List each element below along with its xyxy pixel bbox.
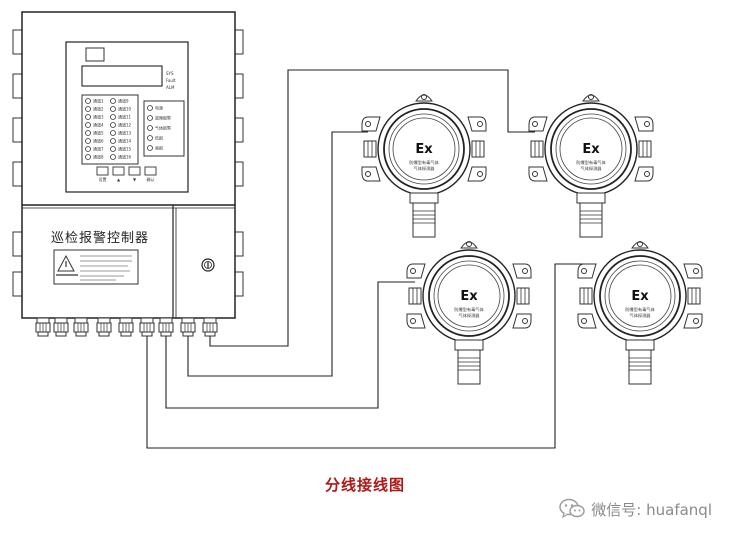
channel-led: [85, 114, 91, 120]
channel-label: 通道8: [93, 154, 104, 160]
ex-mark: Ex: [631, 289, 649, 304]
panel-key[interactable]: [144, 166, 157, 176]
status-label: 高报: [155, 145, 163, 151]
detector-label: 防爆型有毒气体: [454, 306, 484, 313]
panel-keypad: 设置 ▲ ▼ 确认: [96, 166, 157, 182]
channel-led: [85, 98, 91, 104]
detector-label: 气体探测器: [414, 165, 436, 172]
wechat-icon: [559, 498, 585, 519]
indicator-sys: SYS: [166, 71, 174, 76]
panel-key-label: 设置: [99, 176, 107, 182]
channel-label: 通道2: [93, 106, 104, 112]
channel-led: [85, 122, 91, 128]
detector-label: 防爆型有毒气体: [576, 159, 606, 166]
status-led: [147, 105, 153, 111]
cable-gland-7: [158, 317, 174, 337]
wire-to-detector-4: [146, 263, 590, 449]
ex-mark: Ex: [460, 289, 478, 304]
status-label: 气体报警: [155, 125, 171, 131]
wire-to-detector-1: [209, 69, 535, 347]
channel-label: 通道14: [118, 138, 132, 144]
channel-led: [85, 154, 91, 160]
indicator-fault: Fault: [166, 78, 176, 83]
cable-gland-5: [118, 317, 134, 337]
channel-label: 通道11: [118, 114, 132, 120]
cable-gland-3: [73, 317, 89, 337]
channel-label: 通道5: [93, 130, 104, 136]
gas-detector-1: Ex 防爆型有毒气体 气体探测器: [361, 93, 487, 238]
panel-key-label: ▲: [117, 177, 121, 182]
detector-label: 防爆型有毒气体: [625, 306, 655, 313]
lcd-display: [81, 65, 163, 87]
channel-led: [110, 98, 116, 104]
channel-label: 通道13: [118, 130, 132, 136]
channel-label: 通道6: [93, 138, 104, 144]
gas-detector-4: Ex 防爆型有毒气体 气体探测器: [577, 240, 703, 385]
status-led: [147, 115, 153, 121]
channel-led: [110, 114, 116, 120]
diagram-caption: 分线接线图: [324, 476, 405, 494]
channel-label: 通道4: [93, 122, 104, 128]
watermark: 微信号: huafanql: [559, 497, 712, 521]
detector-label: 气体探测器: [459, 312, 481, 319]
status-label: 故障报警: [155, 115, 171, 121]
controller-title: 巡检报警控制器: [51, 230, 149, 246]
channel-label: 通道15: [118, 146, 132, 152]
channel-led: [85, 106, 91, 112]
status-label: 低报: [155, 135, 163, 141]
channel-label: 通道1: [93, 98, 104, 104]
detector-label: 气体探测器: [630, 312, 652, 319]
status-label: 电源: [155, 105, 163, 111]
ex-mark: Ex: [582, 142, 600, 157]
channel-label: 通道3: [93, 114, 104, 120]
channel-led: [110, 106, 116, 112]
channel-label: 通道10: [118, 106, 132, 112]
channel-led: [110, 130, 116, 136]
cable-gland-2: [53, 317, 69, 337]
channel-led: [110, 122, 116, 128]
channel-label: 通道12: [118, 122, 132, 128]
cable-gland-6: [139, 317, 155, 337]
indicator-alm: ALM: [166, 85, 175, 90]
channel-led-group: 通道1 通道9 通道2 通道10 通道3 通道11 通道4 通道12 通道5 通道13 通道6 通道1…: [85, 98, 132, 160]
panel-key-label: 确认: [147, 176, 155, 182]
channel-label: 通道16: [118, 154, 132, 160]
panel-key[interactable]: [96, 166, 109, 176]
detector-label: 防爆型有毒气体: [409, 159, 439, 166]
cable-gland-9: [202, 317, 218, 337]
channel-label: 通道7: [93, 146, 104, 152]
brand-plate: [85, 47, 105, 62]
ex-mark: Ex: [415, 142, 433, 157]
gas-detector-3: Ex 防爆型有毒气体 气体探测器: [406, 240, 532, 385]
status-led: [147, 145, 153, 151]
detector-label: 气体探测器: [581, 165, 603, 172]
panel-key[interactable]: [128, 166, 141, 176]
status-led: [147, 125, 153, 131]
wiring-lines: [146, 69, 590, 449]
status-led: [147, 135, 153, 141]
panel-key[interactable]: [112, 166, 125, 176]
channel-led: [110, 138, 116, 144]
gas-detector-2: Ex 防爆型有毒气体 气体探测器: [528, 93, 654, 238]
watermark-text: 微信号: huafanql: [591, 500, 712, 519]
channel-led-panel: [81, 94, 139, 165]
channel-led: [85, 130, 91, 136]
channel-label: 通道9: [118, 98, 129, 104]
channel-led: [85, 146, 91, 152]
cable-gland-4: [96, 317, 112, 337]
cable-gland-1: [35, 317, 51, 337]
channel-led: [110, 146, 116, 152]
wire-to-detector-2: [187, 131, 368, 377]
channel-led: [110, 154, 116, 160]
channel-led: [85, 138, 91, 144]
wire-to-detector-3: [165, 281, 415, 409]
cable-gland-8: [180, 317, 196, 337]
panel-key-label: ▼: [133, 177, 137, 182]
